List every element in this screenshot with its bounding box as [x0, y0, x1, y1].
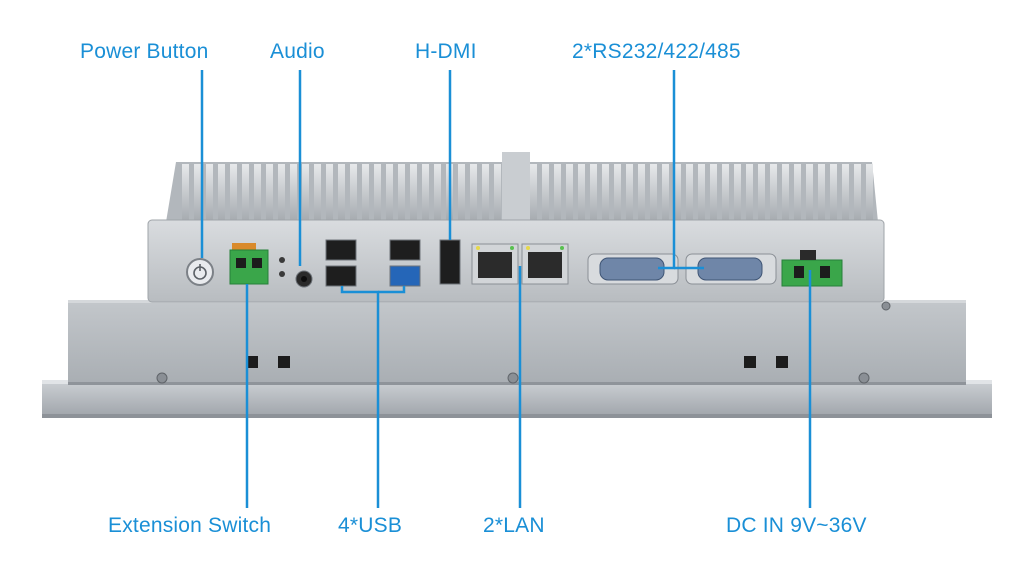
heatsink-fin — [854, 164, 861, 220]
heatsink-fin — [650, 164, 657, 220]
heatsink-fin — [470, 164, 477, 220]
heatsink-fin — [338, 164, 345, 220]
heatsink-fin — [614, 164, 621, 220]
heatsink-fin — [830, 164, 837, 220]
heatsink-fin — [698, 164, 705, 220]
label-lan: 2*LAN — [483, 514, 545, 537]
heatsink-fin — [494, 164, 501, 220]
serial-ports — [587, 253, 777, 285]
label-power-button: Power Button — [80, 40, 209, 63]
heatsink-fin — [662, 164, 669, 220]
hdmi-port — [439, 239, 461, 285]
dc-in-port — [781, 250, 843, 287]
heatsink-fin — [626, 164, 633, 220]
label-serial: 2*RS232/422/485 — [572, 40, 741, 63]
heatsink-fin — [254, 164, 261, 220]
heatsink-fin — [578, 164, 585, 220]
heatsink-fin — [350, 164, 357, 220]
heatsink-fin — [866, 164, 873, 220]
label-hdmi: H-DMI — [415, 40, 477, 63]
heatsink-fin — [386, 164, 393, 220]
heatsink-fin — [710, 164, 717, 220]
leader-lines — [200, 70, 812, 508]
usb-ports — [325, 239, 421, 287]
heatsink-fin — [638, 164, 645, 220]
heatsink-fin — [806, 164, 813, 220]
heatsink-fin — [818, 164, 825, 220]
heatsink — [166, 152, 878, 222]
heatsink-fin — [218, 164, 225, 220]
label-dc-in: DC IN 9V~36V — [726, 514, 867, 537]
heatsink-fin — [746, 164, 753, 220]
label-extension-switch: Extension Switch — [108, 514, 272, 537]
heatsink-fin — [290, 164, 297, 220]
heatsink-fin — [674, 164, 681, 220]
heatsink-fin — [434, 164, 441, 220]
heatsink-fin — [194, 164, 201, 220]
leader-usb — [340, 286, 380, 508]
leader-usb-branch — [378, 286, 406, 294]
heatsink-fin — [242, 164, 249, 220]
heatsink-fin — [326, 164, 333, 220]
heatsink-fin — [206, 164, 213, 220]
power-button-port — [186, 258, 214, 286]
heatsink-fin — [602, 164, 609, 220]
heatsink-fin — [542, 164, 549, 220]
lan-ports — [471, 243, 569, 285]
heatsink-fin — [734, 164, 741, 220]
heatsink-fin — [422, 164, 429, 220]
heatsink-fin — [842, 164, 849, 220]
status-leds — [279, 257, 285, 277]
heatsink-fin — [362, 164, 369, 220]
heatsink-fin — [782, 164, 789, 220]
heatsink-fin — [410, 164, 417, 220]
mounting-slots — [246, 356, 788, 368]
heatsink-fin — [482, 164, 489, 220]
audio-port — [295, 270, 313, 288]
heatsink-fin — [530, 164, 537, 220]
heatsink-fin — [182, 164, 189, 220]
heatsink-fin — [722, 164, 729, 220]
heatsink-fin — [590, 164, 597, 220]
label-usb: 4*USB — [338, 514, 403, 537]
heatsink-fin — [770, 164, 777, 220]
heatsink-fin — [458, 164, 465, 220]
heatsink-fin — [554, 164, 561, 220]
heatsink-fin — [758, 164, 765, 220]
heatsink-fin — [374, 164, 381, 220]
heatsink-fin — [314, 164, 321, 220]
label-audio: Audio — [270, 40, 325, 63]
heatsink-fin — [566, 164, 573, 220]
heatsink-fin — [302, 164, 309, 220]
heatsink-fin — [398, 164, 405, 220]
heatsink-fin — [230, 164, 237, 220]
heatsink-fin — [278, 164, 285, 220]
front-bezel — [42, 380, 992, 418]
heatsink-fin — [686, 164, 693, 220]
heatsink-fin — [266, 164, 273, 220]
rear-chassis — [68, 300, 966, 385]
heatsink-fin — [794, 164, 801, 220]
extension-switch-port — [229, 243, 269, 285]
